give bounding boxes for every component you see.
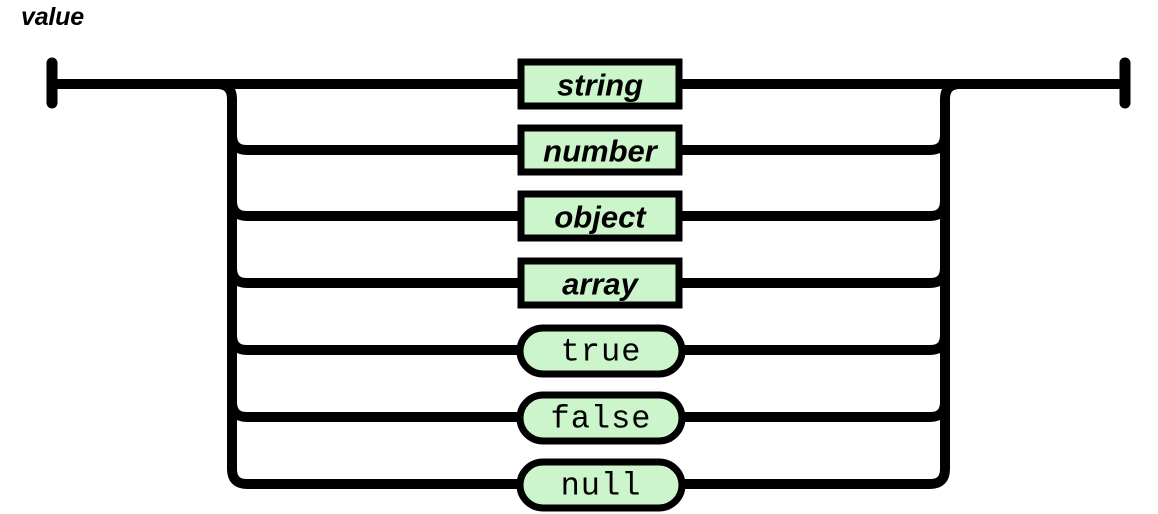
- node-array-shape[interactable]: [517, 257, 683, 309]
- node-object[interactable]: object: [517, 190, 683, 242]
- right-fanin-rail: [929, 79, 961, 489]
- node-null-shape[interactable]: [516, 458, 686, 512]
- node-false-label: false: [550, 401, 651, 438]
- node-array-label: array: [562, 267, 640, 302]
- branch-right-true: [675, 334, 950, 355]
- node-null-label: null: [561, 468, 642, 505]
- branch-right-number: [675, 134, 950, 155]
- node-true-shape[interactable]: [516, 324, 686, 378]
- node-object-label: object: [554, 200, 647, 235]
- branch-left-array: [227, 267, 525, 288]
- branch-right-array: [675, 267, 950, 288]
- branch-left-false: [227, 401, 525, 422]
- branch-stubs-left: [227, 134, 525, 489]
- node-null[interactable]: null: [516, 458, 686, 512]
- node-string-shape[interactable]: [517, 58, 683, 110]
- branch-right-object: [675, 200, 950, 221]
- branch-left-true: [227, 334, 525, 355]
- node-string-label: string: [557, 68, 643, 103]
- node-array[interactable]: array: [517, 257, 683, 309]
- node-false[interactable]: false: [516, 391, 686, 445]
- left-fanout-rail: [216, 79, 248, 489]
- node-string[interactable]: string: [517, 58, 683, 110]
- node-number-label: number: [543, 134, 659, 169]
- page-title: value: [21, 3, 84, 31]
- node-number[interactable]: number: [517, 124, 683, 176]
- branch-right-false: [675, 401, 950, 422]
- branch-left-object: [227, 200, 525, 221]
- node-number-shape[interactable]: [517, 124, 683, 176]
- node-false-shape[interactable]: [516, 391, 686, 445]
- branch-stubs-right: [675, 134, 950, 489]
- node-object-shape[interactable]: [517, 190, 683, 242]
- node-true[interactable]: true: [516, 324, 686, 378]
- branch-left-number: [227, 134, 525, 155]
- node-true-label: true: [561, 334, 642, 371]
